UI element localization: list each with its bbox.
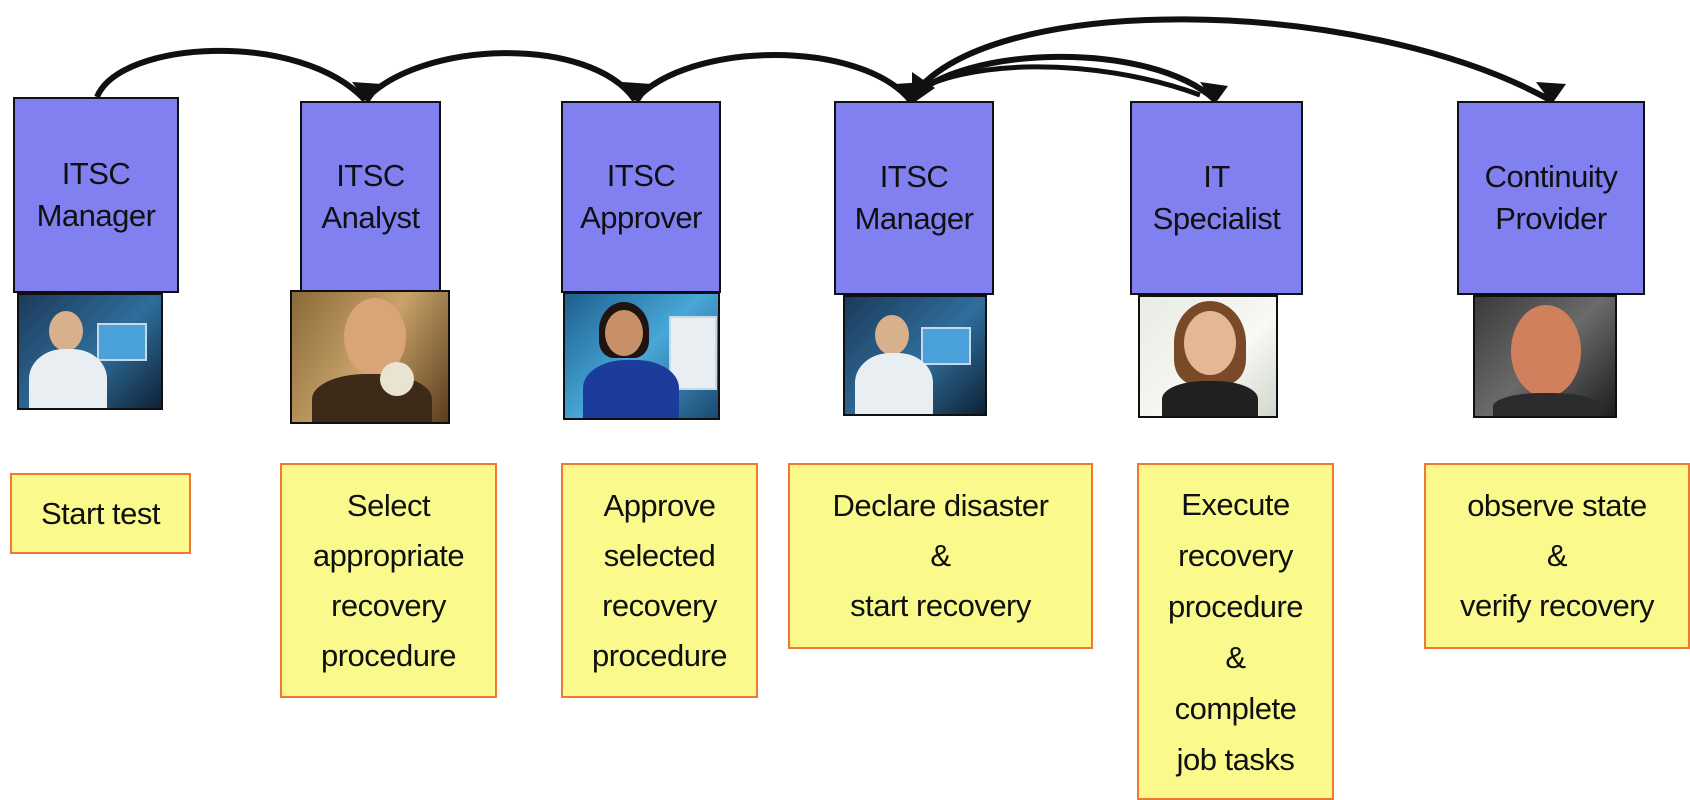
- role-box-it-specialist: IT Specialist: [1130, 101, 1303, 295]
- role-line: ITSC: [61, 156, 131, 191]
- person-on-headset-at-desk-photo: [843, 295, 987, 416]
- task-box-approve-procedure: Approve selected recovery procedure: [561, 463, 758, 698]
- person-on-headset-at-desk-photo: [17, 293, 163, 410]
- task-line: observe state: [1467, 488, 1647, 523]
- role-box-itsc-manager-second: ITSC Manager: [834, 101, 994, 295]
- task-line: &: [1225, 639, 1246, 675]
- role-line: ITSC: [879, 159, 949, 194]
- arrow-manager-to-analyst: [94, 47, 368, 103]
- role-box-itsc-approver: ITSC Approver: [561, 101, 721, 293]
- task-box-execute-procedure: Execute recovery procedure & complete jo…: [1137, 463, 1334, 800]
- role-line: Analyst: [321, 200, 420, 235]
- bald-man-portrait-photo: [1473, 295, 1617, 418]
- task-line: &: [1546, 538, 1568, 573]
- role-line: Manager: [854, 201, 974, 236]
- arrowhead-manager-right: [912, 72, 935, 104]
- arrowhead-provider: [1536, 82, 1566, 104]
- task-line: start recovery: [850, 588, 1031, 623]
- smiling-man-on-phone-photo: [290, 290, 450, 424]
- arrow-manager-to-provider: [907, 16, 1552, 103]
- task-box-declare-disaster: Declare disaster & start recovery: [788, 463, 1093, 649]
- task-line: recovery: [1178, 537, 1293, 573]
- task-line: verify recovery: [1459, 588, 1655, 623]
- task-line: recovery: [331, 587, 446, 623]
- task-box-select-procedure: Select appropriate recovery procedure: [280, 463, 497, 698]
- role-line: ITSC: [606, 158, 676, 193]
- task-line: appropriate: [312, 537, 465, 573]
- task-line: procedure: [591, 637, 728, 673]
- task-line: selected: [603, 537, 716, 573]
- smiling-woman-portrait-photo: [1138, 295, 1278, 418]
- role-line: Continuity: [1484, 159, 1618, 194]
- woman-on-headset-at-monitor-photo: [563, 292, 720, 420]
- task-line: Execute: [1181, 486, 1290, 522]
- arrow-specialist-to-manager: [908, 64, 1201, 98]
- task-line: Start test: [40, 495, 161, 531]
- role-box-itsc-analyst: ITSC Analyst: [300, 101, 441, 293]
- arrowhead-approver: [622, 82, 652, 104]
- arrowhead-analyst: [352, 82, 382, 104]
- arrow-analyst-to-approver: [362, 50, 638, 103]
- role-line: ITSC: [336, 158, 405, 193]
- task-box-observe-verify: observe state & verify recovery: [1424, 463, 1690, 649]
- arrowhead-specialist: [1200, 82, 1228, 104]
- task-line: Declare disaster: [832, 488, 1049, 523]
- task-line: Select: [346, 487, 431, 523]
- task-line: job tasks: [1176, 741, 1295, 777]
- role-box-itsc-manager: ITSC Manager: [13, 97, 179, 293]
- role-line: IT: [1203, 159, 1230, 194]
- task-line: procedure: [1167, 588, 1304, 624]
- role-box-continuity-provider: Continuity Provider: [1457, 101, 1645, 295]
- task-line: Approve: [603, 487, 716, 523]
- role-line: Specialist: [1152, 201, 1281, 236]
- task-line: procedure: [320, 637, 457, 673]
- role-line: Manager: [36, 198, 156, 233]
- task-line: complete: [1174, 690, 1297, 726]
- role-line: Approver: [580, 200, 702, 235]
- task-box-start-test: Start test: [10, 473, 191, 554]
- task-line: &: [930, 538, 951, 573]
- arrow-approver-to-manager: [632, 52, 913, 103]
- role-line: Provider: [1495, 201, 1607, 236]
- task-line: recovery: [602, 587, 717, 623]
